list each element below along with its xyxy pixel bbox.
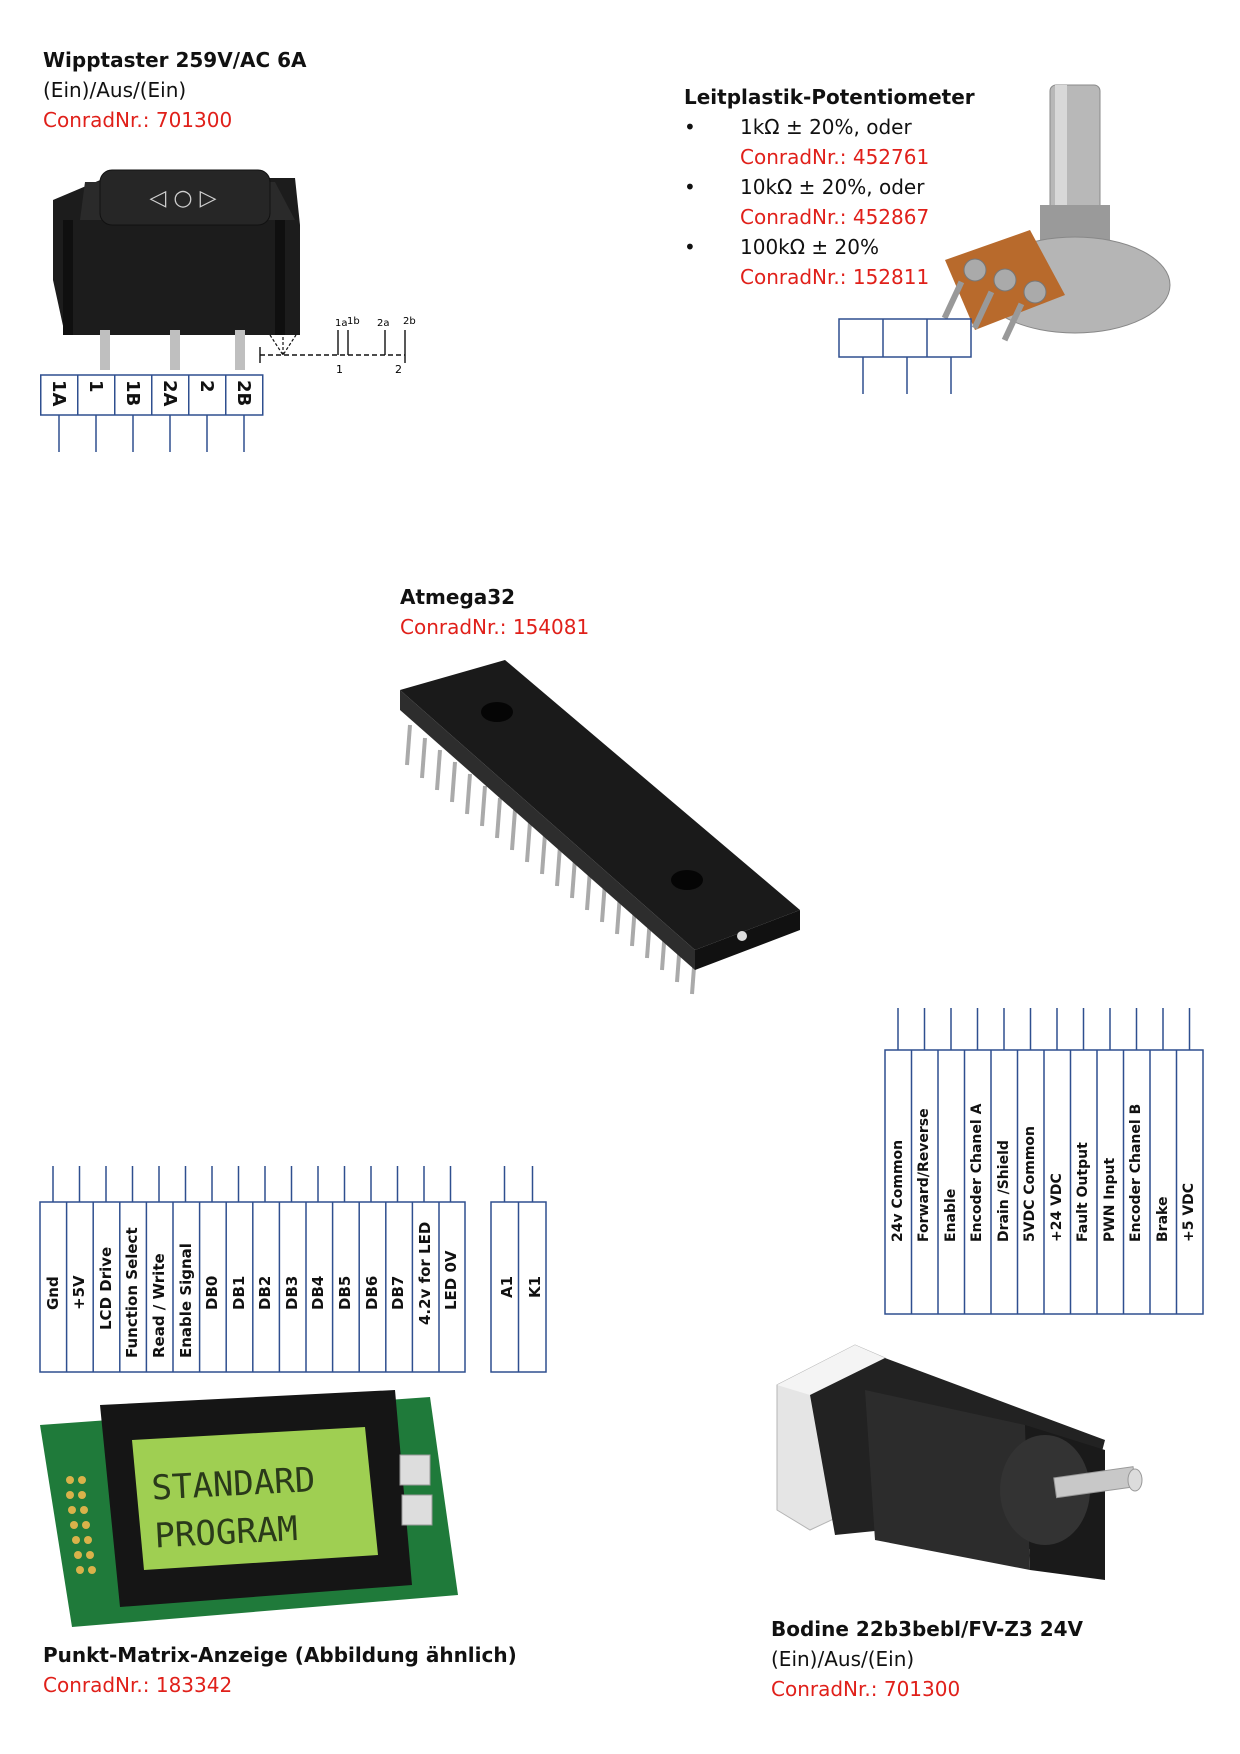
motor-pin-label: 24v Common — [890, 1139, 906, 1242]
motor-pin-label: PWN Input — [1102, 1157, 1118, 1242]
lcd-pin-label: Read / Write — [150, 1253, 168, 1358]
motor-subtitle: (Ein)/Aus/(Ein) — [771, 1647, 915, 1671]
lcd-order: ConradNr.: 183342 — [43, 1673, 233, 1697]
potentiometer-title: Leitplastik-Potentiometer — [684, 85, 975, 109]
switch-pin-1A: 1A — [48, 380, 69, 407]
lcd-pin-label: Enable Signal — [177, 1243, 195, 1358]
potentiometer-value: 100kΩ ± 20% — [740, 235, 879, 259]
atmega32-chip-image — [400, 660, 800, 995]
lcd-pin-label: Function Select — [123, 1227, 141, 1358]
lcd-module-image: STANDARD PROGRAM — [40, 1390, 458, 1627]
rocker-switch-image: ◁ ○ ▷ — [53, 169, 300, 370]
lcd-title: Punkt-Matrix-Anzeige (Abbildung ähnlich) — [43, 1643, 517, 1667]
lcd-pin-label: DB1 — [230, 1275, 248, 1310]
gear-motor-image — [776, 1344, 1143, 1580]
motor-block: Bodine 22b3bebl/FV-Z3 24V (Ein)/Aus/(Ein… — [771, 1614, 1083, 1704]
motor-pin-label: Brake — [1155, 1196, 1171, 1242]
potentiometer-option: 10kΩ ± 20%, oder ConradNr.: 452867 — [684, 172, 975, 232]
rocker-switch-subtitle: (Ein)/Aus/(Ein) — [43, 78, 187, 102]
potentiometer-block: Leitplastik-Potentiometer 1kΩ ± 20%, ode… — [684, 82, 975, 292]
lcd-pin-label: LED 0V — [442, 1250, 460, 1310]
motor-pin-label: Drain /Shield — [996, 1140, 1012, 1242]
motor-order: ConradNr.: 701300 — [771, 1677, 961, 1701]
switch-pin-2: 2 — [196, 380, 217, 393]
lcd-pin-label: DB7 — [389, 1275, 407, 1310]
lcd-pin-label: DB4 — [309, 1275, 327, 1310]
potentiometer-option: 100kΩ ± 20% ConradNr.: 152811 — [684, 232, 975, 292]
schematic-label-2a: 2a — [377, 318, 390, 329]
lcd-pin-label: +5V — [70, 1275, 88, 1310]
potentiometer-order: ConradNr.: 452761 — [740, 145, 930, 169]
schematic-label-1a: 1a — [335, 318, 348, 329]
motor-pin-label: +5 VDC — [1181, 1182, 1197, 1242]
lcd-pin-label: Gnd — [44, 1276, 62, 1310]
lcd-pin-label: DB6 — [363, 1275, 381, 1310]
switch-pin-1: 1 — [85, 380, 106, 393]
motor-pin-label: Encoder Chanel A — [969, 1103, 985, 1242]
svg-text:◁ ○ ▷: ◁ ○ ▷ — [149, 186, 216, 211]
motor-pin-label: Enable — [943, 1188, 959, 1242]
potentiometer-value: 10kΩ ± 20%, oder — [740, 175, 925, 199]
microcontroller-title: Atmega32 — [400, 585, 516, 609]
lcd-backlight-pin-label: A1 — [498, 1275, 516, 1298]
lcd-pin-label: 4.2v for LED — [416, 1221, 434, 1325]
potentiometer-option: 1kΩ ± 20%, oder ConradNr.: 452761 — [684, 112, 975, 172]
schematic-label-1b: 1b — [347, 316, 360, 327]
lcd-pin-label: DB3 — [283, 1275, 301, 1310]
lcd-pin-label: DB0 — [203, 1275, 221, 1310]
lcd-pin-label: DB2 — [256, 1275, 274, 1310]
potentiometer-pin-table — [838, 318, 972, 394]
lcd-screen-line-1: STANDARD — [150, 1460, 316, 1509]
motor-pin-label: Forward/Reverse — [916, 1108, 932, 1242]
schematic-label-1: 1 — [336, 363, 343, 376]
motor-pin-label: +24 VDC — [1049, 1173, 1065, 1242]
rocker-switch-title: Wipptaster 259V/AC 6A — [43, 48, 307, 72]
motor-title: Bodine 22b3bebl/FV-Z3 24V — [771, 1617, 1084, 1641]
rocker-switch-order: ConradNr.: 701300 — [43, 108, 233, 132]
potentiometer-options: 1kΩ ± 20%, oder ConradNr.: 452761 10kΩ ±… — [684, 112, 975, 292]
potentiometer-order: ConradNr.: 152811 — [740, 265, 930, 289]
schematic-label-2: 2 — [395, 363, 402, 376]
microcontroller-order: ConradNr.: 154081 — [400, 615, 590, 639]
rocker-switch-schematic: 1a 1b 2a 2b 1 2 — [259, 316, 416, 376]
switch-pin-2A: 2A — [159, 380, 180, 407]
lcd-backlight-pin-label: K1 — [526, 1275, 544, 1298]
microcontroller-block: Atmega32 ConradNr.: 154081 — [400, 582, 589, 642]
potentiometer-order: ConradNr.: 452867 — [740, 205, 930, 229]
potentiometer-image — [941, 84, 1171, 342]
lcd-pin-label: DB5 — [336, 1275, 354, 1310]
lcd-screen-line-2: PROGRAM — [153, 1509, 298, 1556]
potentiometer-value: 1kΩ ± 20%, oder — [740, 115, 912, 139]
switch-pin-1B: 1B — [122, 380, 143, 407]
switch-pin-2B: 2B — [233, 380, 254, 407]
motor-pin-label: Encoder Chanel B — [1128, 1103, 1144, 1242]
lcd-block: Punkt-Matrix-Anzeige (Abbildung ähnlich)… — [43, 1640, 517, 1700]
motor-pin-label: Fault Output — [1075, 1142, 1091, 1242]
lcd-pin-label: LCD Drive — [97, 1246, 115, 1330]
motor-pin-label: 5VDC Common — [1022, 1126, 1038, 1242]
schematic-label-2b: 2b — [403, 316, 416, 327]
rocker-switch-block: Wipptaster 259V/AC 6A (Ein)/Aus/(Ein) Co… — [43, 45, 307, 135]
